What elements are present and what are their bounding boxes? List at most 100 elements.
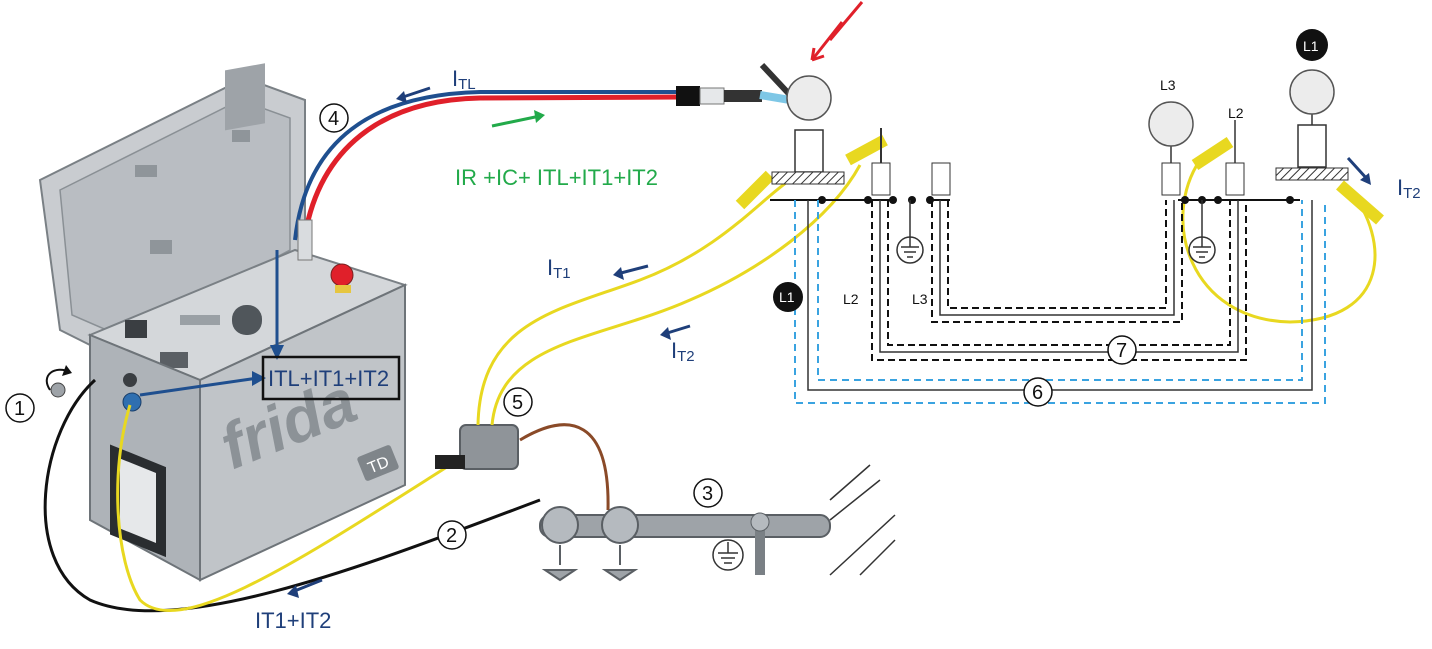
ground-bar (539, 514, 831, 538)
earth-symbol-icon (712, 539, 744, 571)
cable-l2-outer (871, 200, 1247, 361)
sphere-l3 (1148, 101, 1194, 147)
badge-l1-top (1296, 29, 1328, 61)
callout-5-text: 5 (512, 392, 523, 414)
lid-clip-1 (135, 165, 157, 177)
yellow-cable-device (116, 404, 451, 612)
label-it2-right: IT2 (1397, 175, 1421, 202)
arrow-right-head (252, 371, 266, 386)
yellow-clip-3 (1191, 136, 1234, 171)
cable-plug (297, 219, 313, 261)
junction-connector (435, 455, 465, 469)
callout-7: 7 (1107, 335, 1137, 365)
device-port-1 (123, 373, 137, 387)
panel-socket (125, 320, 147, 338)
cable-l2-conductor (879, 200, 1239, 353)
rotation-arrow-icon (45, 365, 72, 398)
arrow-right-to-box (139, 376, 259, 397)
yellow-cable-t1 (476, 178, 791, 426)
label-box-formula: ITL+IT1+IT2 (268, 366, 389, 391)
callout-3: 3 (693, 478, 723, 508)
arrow-green (491, 114, 541, 128)
hv-connector-end (724, 90, 762, 102)
label-it1: IT1 (547, 255, 571, 282)
phase-l2-top: L2 (1228, 105, 1244, 121)
callout-3-text: 3 (702, 483, 713, 505)
callout-6-text: 6 (1032, 382, 1043, 404)
termination-left-l2 (871, 162, 891, 196)
arrow-it2-right-head (1360, 173, 1371, 185)
wall-hatching (829, 464, 896, 576)
cable-l3-inner (947, 200, 1167, 309)
hv-connector-white (699, 87, 725, 105)
lightning-arrowhead (810, 47, 825, 62)
callout-7-text: 7 (1116, 340, 1127, 362)
flange-right (1275, 167, 1349, 181)
callout-1-text: 1 (14, 398, 25, 420)
cable-system: L1 L3 L2 L1 L2 (770, 29, 1349, 404)
sphere-l1 (1289, 69, 1335, 115)
callout-2-text: 2 (446, 525, 457, 547)
flange-left (771, 171, 845, 185)
clamp-1 (541, 506, 579, 544)
node-8 (1214, 196, 1222, 204)
badge-l1-cable (773, 282, 803, 312)
hv-clamp (759, 91, 791, 104)
frida-device: frida TD (38, 63, 408, 582)
cable-l1-screen-inner (817, 200, 1303, 381)
arrow-it2-right (1346, 156, 1370, 182)
node-4 (908, 196, 916, 204)
phase-l3-cable: L3 (912, 291, 928, 307)
black-ground-cable (43, 378, 541, 613)
node-9 (1286, 196, 1294, 204)
phase-l2-cable: L2 (843, 291, 859, 307)
termination-right-l2 (1225, 162, 1245, 196)
callout-4: 4 (319, 103, 349, 133)
label-itl: ITL (452, 66, 476, 93)
lightning-icon (810, 1, 864, 61)
lid-clip-2 (150, 240, 172, 254)
arrow-down-head (270, 345, 284, 360)
termination-right-l1 (1297, 124, 1327, 168)
yellow-clip-4 (1336, 180, 1384, 225)
phase-l3-top: L3 (1160, 77, 1176, 93)
device-knob (232, 305, 262, 335)
device-side (199, 283, 406, 582)
node-1 (818, 196, 826, 204)
arrow-itl-head (396, 91, 407, 103)
junction-box (459, 424, 519, 470)
arrow-it1-head (613, 267, 624, 280)
hv-sphere-left (786, 75, 832, 121)
arrow-bottom-head (287, 585, 299, 598)
lid-cutout (225, 63, 265, 131)
device-window-inner (120, 458, 156, 544)
earth-symbol-right-icon (1188, 200, 1216, 264)
cable-l3-conductor (939, 200, 1175, 316)
arrow-it2-mid-head (660, 327, 671, 340)
td-badge (357, 445, 399, 481)
panel-indicators (180, 315, 220, 325)
callout-5: 5 (503, 387, 533, 417)
cable-l1-conductor (807, 200, 1313, 391)
termination-right-l3 (1161, 162, 1181, 196)
formula-box (261, 355, 401, 401)
td-badge-text: TD (366, 454, 392, 478)
yellow-clip-1 (735, 170, 775, 210)
hv-clamp-jaw (759, 62, 793, 98)
arrow-green-head (534, 110, 545, 123)
yellow-clip-2 (845, 134, 888, 166)
termination-left-l1 (794, 129, 824, 173)
label-green-formula: IR +IC+ ITL+IT1+IT2 (455, 165, 658, 190)
node-6 (1181, 196, 1189, 204)
callout-4-text: 4 (328, 108, 339, 130)
blue-hv-cable (293, 90, 680, 241)
earth-symbol-left-icon (896, 200, 924, 264)
cable-l3-outer (931, 200, 1183, 323)
label-bottom-formula: IT1+IT2 (255, 608, 331, 633)
brown-cable (519, 423, 610, 511)
panel-switch (160, 352, 188, 368)
ground-stake-head (750, 512, 770, 532)
phase-l1-cable: L1 (779, 289, 795, 305)
callout-6: 6 (1023, 377, 1053, 407)
